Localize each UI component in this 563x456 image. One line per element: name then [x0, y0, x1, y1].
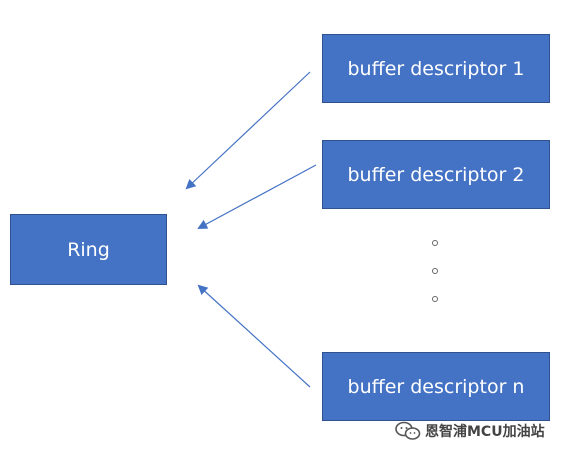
ring-label: Ring — [67, 238, 110, 261]
watermark-text: 恩智浦MCU加油站 — [425, 424, 545, 440]
buffer-descriptor-1-label: buffer descriptor 1 — [347, 57, 525, 80]
buffer-descriptor-2-box: buffer descriptor 2 — [322, 140, 550, 209]
wechat-icon — [395, 421, 421, 441]
ring-box: Ring — [10, 214, 167, 285]
ellipsis-dot — [432, 240, 438, 246]
buffer-descriptor-n-box: buffer descriptor n — [322, 352, 550, 421]
arrow-descriptor-1-to-ring — [185, 71, 311, 190]
arrow-descriptor-n-to-ring — [197, 284, 311, 388]
arrow-descriptor-2-to-ring — [197, 164, 317, 229]
ellipsis-dot — [432, 268, 438, 274]
buffer-descriptor-2-label: buffer descriptor 2 — [347, 163, 525, 186]
buffer-descriptor-n-label: buffer descriptor n — [347, 375, 525, 398]
watermark: 恩智浦MCU加油站 — [395, 420, 545, 442]
ellipsis-dot — [432, 296, 438, 302]
buffer-descriptor-1-box: buffer descriptor 1 — [322, 34, 550, 103]
